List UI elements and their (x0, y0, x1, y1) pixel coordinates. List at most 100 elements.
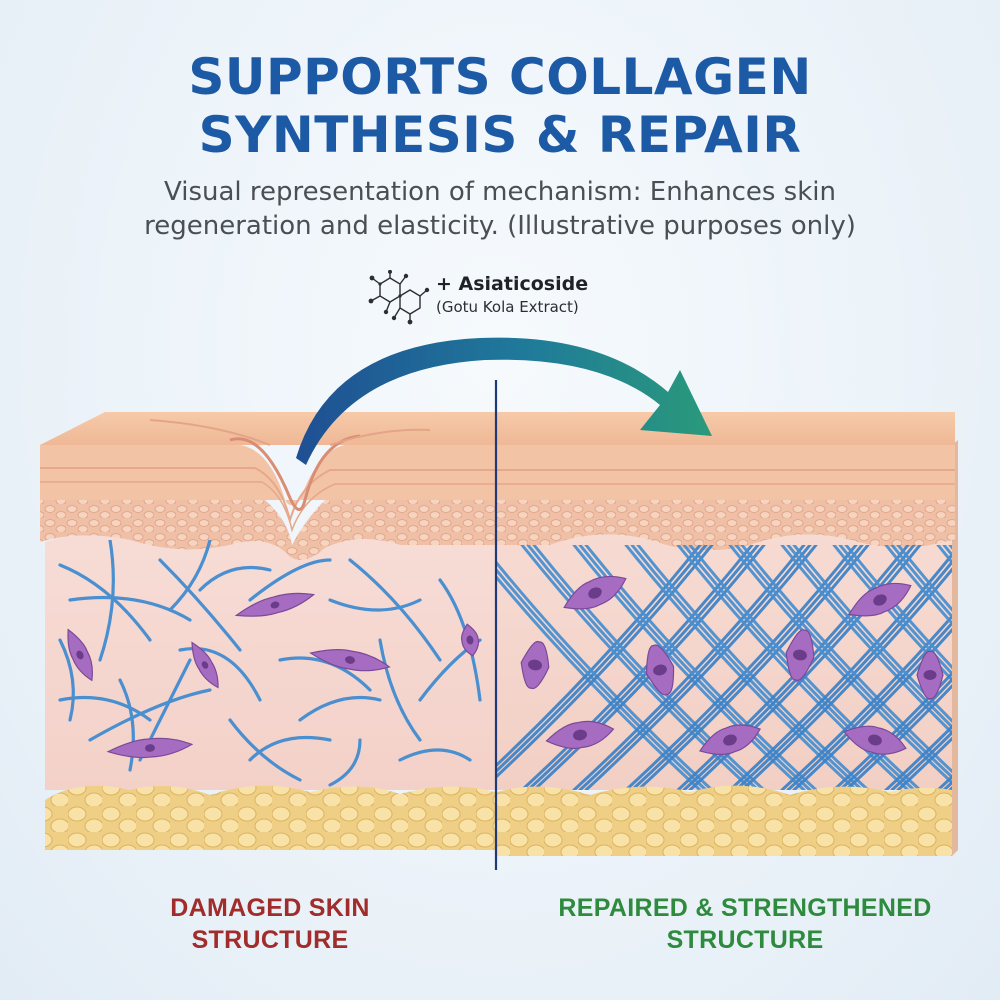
cell-nucleus (653, 664, 667, 676)
broken-fiber (168, 540, 212, 612)
repaired-label-line2: STRUCTURE (666, 926, 824, 954)
broken-fiber (298, 695, 382, 722)
cell-nucleus (723, 734, 737, 746)
mesh-fiber (532, 545, 766, 790)
cell-nucleus (201, 661, 209, 669)
ingredient-source: (Gotu Kola Extract) (436, 298, 579, 316)
broken-fiber (178, 647, 262, 702)
broken-fiber (328, 598, 422, 612)
mesh-fiber (780, 614, 952, 790)
cell-layer (40, 500, 955, 561)
cell-nucleus (793, 649, 807, 661)
broken-fiber (348, 558, 442, 662)
broken-fiber (118, 678, 135, 772)
repaired-label-line1: REPAIRED & STRENGTHENED (558, 894, 932, 922)
mesh-fiber (497, 545, 702, 767)
fat-layer-right (497, 785, 952, 856)
molecule-icon (368, 270, 430, 325)
broken-fiber (58, 638, 75, 722)
cell-nucleus (873, 594, 887, 606)
mesh-fiber (688, 545, 922, 790)
mesh-fiber (844, 545, 952, 670)
mesh-fiber (832, 671, 952, 790)
mesh-fiber (636, 545, 870, 790)
cell-nucleus (868, 734, 882, 746)
mesh-fiber (630, 545, 864, 790)
fibroblast-cell (520, 640, 550, 690)
fibroblast-cell (645, 644, 675, 696)
mesh-fiber (740, 567, 952, 790)
cell-nucleus (588, 587, 602, 599)
repaired-label: REPAIRED & STRENGTHENED STRUCTURE (510, 892, 980, 956)
mesh-fiber (578, 545, 812, 790)
broken-fiber (328, 738, 362, 787)
mesh-fiber (728, 552, 952, 790)
fibroblast-cell (563, 575, 627, 610)
cell-nucleus (270, 601, 280, 609)
mesh-fiber (780, 545, 952, 735)
fibroblast-cell (698, 724, 761, 756)
mesh-fiber (896, 736, 952, 790)
fibroblast-cell (106, 737, 194, 759)
fibroblast-cell (545, 720, 615, 750)
mesh-fiber (497, 561, 714, 790)
damaged-label-line1: DAMAGED SKIN (170, 894, 370, 922)
mesh-fiber (890, 730, 952, 790)
mesh-fiber (786, 545, 952, 729)
fibroblast-cell (460, 623, 480, 657)
epidermis-layer (40, 445, 955, 505)
damaged-label-line2: STRUCTURE (191, 926, 349, 954)
fibroblast-cell (67, 628, 93, 682)
broken-fiber (68, 595, 192, 622)
cell-nucleus (528, 659, 542, 671)
mesh-fiber (572, 545, 806, 790)
mesh-fiber (890, 545, 952, 619)
damaged-label: DAMAGED SKIN STRUCTURE (90, 892, 450, 956)
skin-top-surface (40, 412, 955, 445)
broken-fiber (398, 748, 472, 762)
mesh-fiber (497, 545, 714, 779)
block-side-face (952, 440, 958, 856)
mesh-fiber (792, 627, 952, 790)
page-title-line1: SUPPORTS COLLAGEN (188, 48, 812, 106)
fibroblast-cell (848, 582, 912, 617)
mesh-fiber (792, 545, 952, 723)
broken-fiber (158, 558, 242, 652)
mesh-fiber (636, 545, 870, 790)
fibroblast-cell (916, 650, 944, 700)
fibroblast-cell (843, 725, 907, 755)
broken-fiber (248, 735, 332, 762)
ingredient-name: + Asiaticoside (436, 273, 589, 295)
mesh-fiber (734, 559, 952, 790)
mesh-fiber (584, 545, 818, 790)
wrinkle-fold (229, 434, 361, 511)
broken-fiber (198, 565, 272, 592)
cell-nucleus (573, 729, 587, 741)
subtitle-line2: regeneration and elasticity. (Illustrati… (144, 211, 856, 241)
broken-fiber (58, 563, 152, 642)
mesh-fiber (520, 545, 754, 790)
fibroblast-cell (191, 641, 219, 689)
fibroblast-cell (309, 649, 391, 672)
cell-nucleus (923, 670, 937, 680)
mesh-fiber (740, 545, 952, 774)
mesh-fiber (624, 545, 858, 790)
broken-fiber (248, 558, 332, 602)
fibroblast-cell (234, 592, 316, 617)
mesh-fiber (896, 545, 952, 612)
mesh-fiber (786, 621, 952, 790)
fat-layer-left (45, 785, 495, 850)
mesh-fiber (838, 545, 952, 676)
cell-nucleus (345, 656, 355, 664)
mesh-fiber (884, 724, 952, 790)
broken-fiber (378, 638, 422, 742)
fibroblast-cells (67, 575, 944, 759)
transformation-arrow (296, 337, 712, 465)
broken-fiber (228, 718, 302, 782)
mesh-fiber (838, 677, 952, 790)
broken-fiber (88, 688, 212, 742)
broken-fiber (98, 540, 115, 662)
fibroblast-cell (785, 629, 815, 681)
cell-nucleus (466, 635, 474, 645)
skin-cross-section-diagram (40, 337, 958, 870)
